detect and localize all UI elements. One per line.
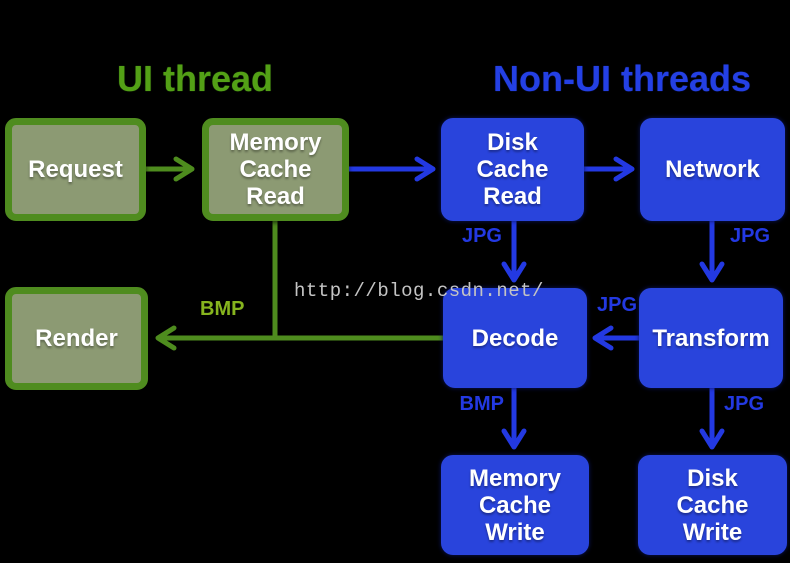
node-decode-label: Decode bbox=[471, 324, 559, 352]
node-disk-cache-write: Disk Cache Write bbox=[638, 455, 787, 555]
node-disk-cache-read: Disk Cache Read bbox=[441, 118, 584, 221]
edge-label-jpg-network-to-transform: JPG bbox=[730, 225, 771, 247]
node-disk-cache-read-label: Disk Cache Read bbox=[476, 129, 549, 210]
node-memory-cache-read: Memory Cache Read bbox=[202, 118, 349, 221]
watermark-text: http://blog.csdn.net/ bbox=[294, 280, 544, 302]
node-transform-label: Transform bbox=[652, 324, 770, 352]
node-memory-cache-write-label: Memory Cache Write bbox=[468, 464, 562, 546]
node-decode: Decode bbox=[443, 288, 587, 388]
node-memory-cache-read-label: Memory Cache Read bbox=[229, 129, 322, 210]
node-memory-cache-write: Memory Cache Write bbox=[441, 455, 589, 555]
node-network-label: Network bbox=[665, 156, 760, 183]
node-transform: Transform bbox=[639, 288, 783, 388]
edge-label-bmp-decode-to-memory-cache-write: BMP bbox=[459, 393, 504, 415]
ui-thread-title: UI thread bbox=[116, 58, 274, 99]
node-network: Network bbox=[640, 118, 785, 221]
edge-label-jpg-transform-to-decode: JPG bbox=[597, 294, 638, 316]
node-request: Request bbox=[5, 118, 146, 221]
edge-label-jpg-transform-to-disk-cache-write: JPG bbox=[724, 393, 765, 415]
non-ui-threads-title: Non-UI threads bbox=[493, 58, 752, 99]
node-disk-cache-write-label: Disk Cache Write bbox=[676, 464, 749, 546]
node-request-label: Request bbox=[28, 156, 123, 183]
node-render: Render bbox=[5, 287, 148, 390]
node-render-label: Render bbox=[35, 325, 118, 352]
edge-label-jpg-disk-cache-read-to-decode: JPG bbox=[461, 225, 502, 247]
edge-label-bmp-decode-to-render: BMP bbox=[200, 298, 245, 320]
